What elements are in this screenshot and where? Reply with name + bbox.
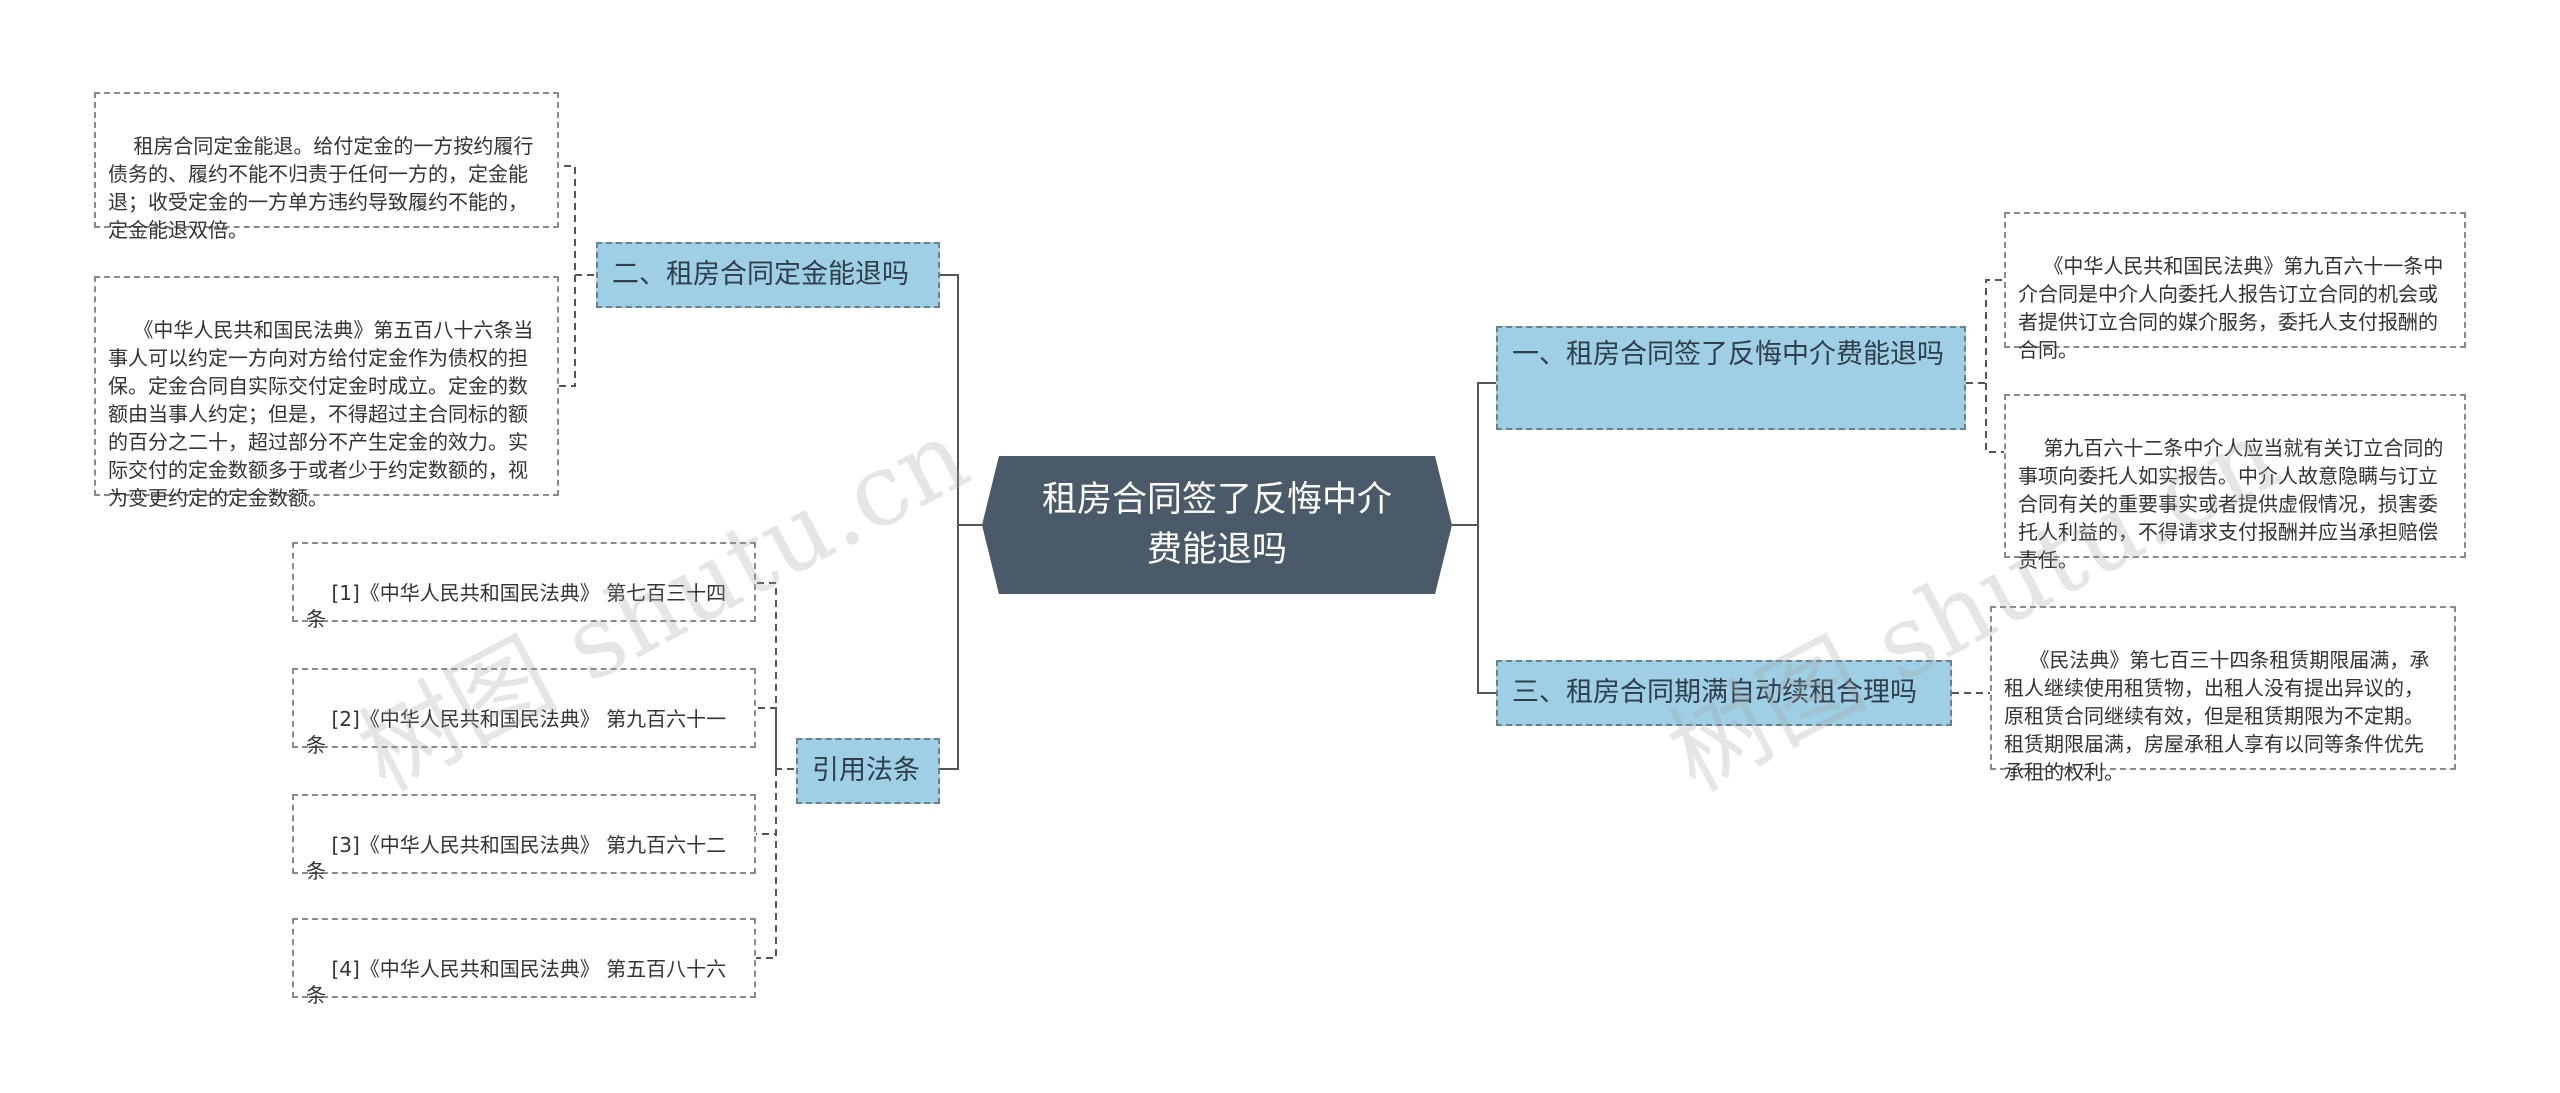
branch-label: 一、租房合同签了反悔中介费能退吗 [1512, 339, 1944, 370]
leaf-text: 《中华人民共和国民法典》第五百八十六条当事人可以约定一方向对方给付定金作为债权的… [108, 318, 534, 510]
leaf-text: 《民法典》第七百三十四条租赁期限届满，承租人继续使用租赁物，出租人没有提出异议的… [2004, 648, 2430, 784]
root-node[interactable]: 租房合同签了反悔中介费能退吗 [982, 456, 1452, 594]
leaf-text: 《中华人民共和国民法典》第九百六十一条中介合同是中介人向委托人报告订立合同的机会… [2018, 254, 2444, 362]
branch-label: 三、租房合同期满自动续租合理吗 [1512, 677, 1917, 708]
citation-item-2[interactable]: [2]《中华人民共和国民法典》 第九百六十一条 [292, 668, 756, 757]
citation-text: [4]《中华人民共和国民法典》 第五百八十六条 [306, 957, 727, 1007]
leaf-article-961[interactable]: 《中华人民共和国民法典》第九百六十一条中介合同是中介人向委托人报告订立合同的机会… [2004, 212, 2466, 362]
leaf-text: 租房合同定金能退。给付定金的一方按约履行债务的、履约不能不归责于任何一方的，定金… [108, 134, 534, 242]
root-title: 租房合同签了反悔中介费能退吗 [1042, 480, 1393, 570]
connector-b4-refs [756, 582, 794, 959]
leaf-article-962[interactable]: 第九百六十二条中介人应当就有关订立合同的事项向委托人如实报告。中介人故意隐瞒与订… [2004, 394, 2466, 572]
citation-item-4[interactable]: [4]《中华人民共和国民法典》 第五百八十六条 [292, 918, 756, 1007]
branch-label: 二、租房合同定金能退吗 [612, 259, 909, 290]
leaf-text: 第九百六十二条中介人应当就有关订立合同的事项向委托人如实报告。中介人故意隐瞒与订… [2018, 436, 2444, 572]
connector-root-left [940, 274, 982, 770]
branch-node-renewal[interactable]: 三、租房合同期满自动续租合理吗 [1496, 660, 1952, 726]
citation-text: [2]《中华人民共和国民法典》 第九百六十一条 [306, 707, 727, 757]
citation-text: [1]《中华人民共和国民法典》 第七百三十四条 [306, 581, 727, 631]
connector-b1-leaves [1966, 279, 2004, 453]
citation-item-1[interactable]: [1]《中华人民共和国民法典》 第七百三十四条 [292, 542, 756, 631]
connector-root-right [1452, 382, 1496, 694]
branch-node-deposit[interactable]: 二、租房合同定金能退吗 [596, 242, 940, 308]
leaf-article-734[interactable]: 《民法典》第七百三十四条租赁期限届满，承租人继续使用租赁物，出租人没有提出异议的… [1990, 606, 2456, 784]
connector-b2-leaves [559, 165, 594, 387]
branch-node-citations[interactable]: 引用法条 [796, 738, 940, 804]
citation-item-3[interactable]: [3]《中华人民共和国民法典》 第九百六十二条 [292, 794, 756, 883]
leaf-deposit-refund[interactable]: 租房合同定金能退。给付定金的一方按约履行债务的、履约不能不归责于任何一方的，定金… [94, 92, 559, 242]
citation-text: [3]《中华人民共和国民法典》 第九百六十二条 [306, 833, 727, 883]
branch-node-agency-fee[interactable]: 一、租房合同签了反悔中介费能退吗 [1496, 326, 1966, 430]
leaf-article-586[interactable]: 《中华人民共和国民法典》第五百八十六条当事人可以约定一方向对方给付定金作为债权的… [94, 276, 559, 510]
branch-label: 引用法条 [812, 755, 920, 786]
